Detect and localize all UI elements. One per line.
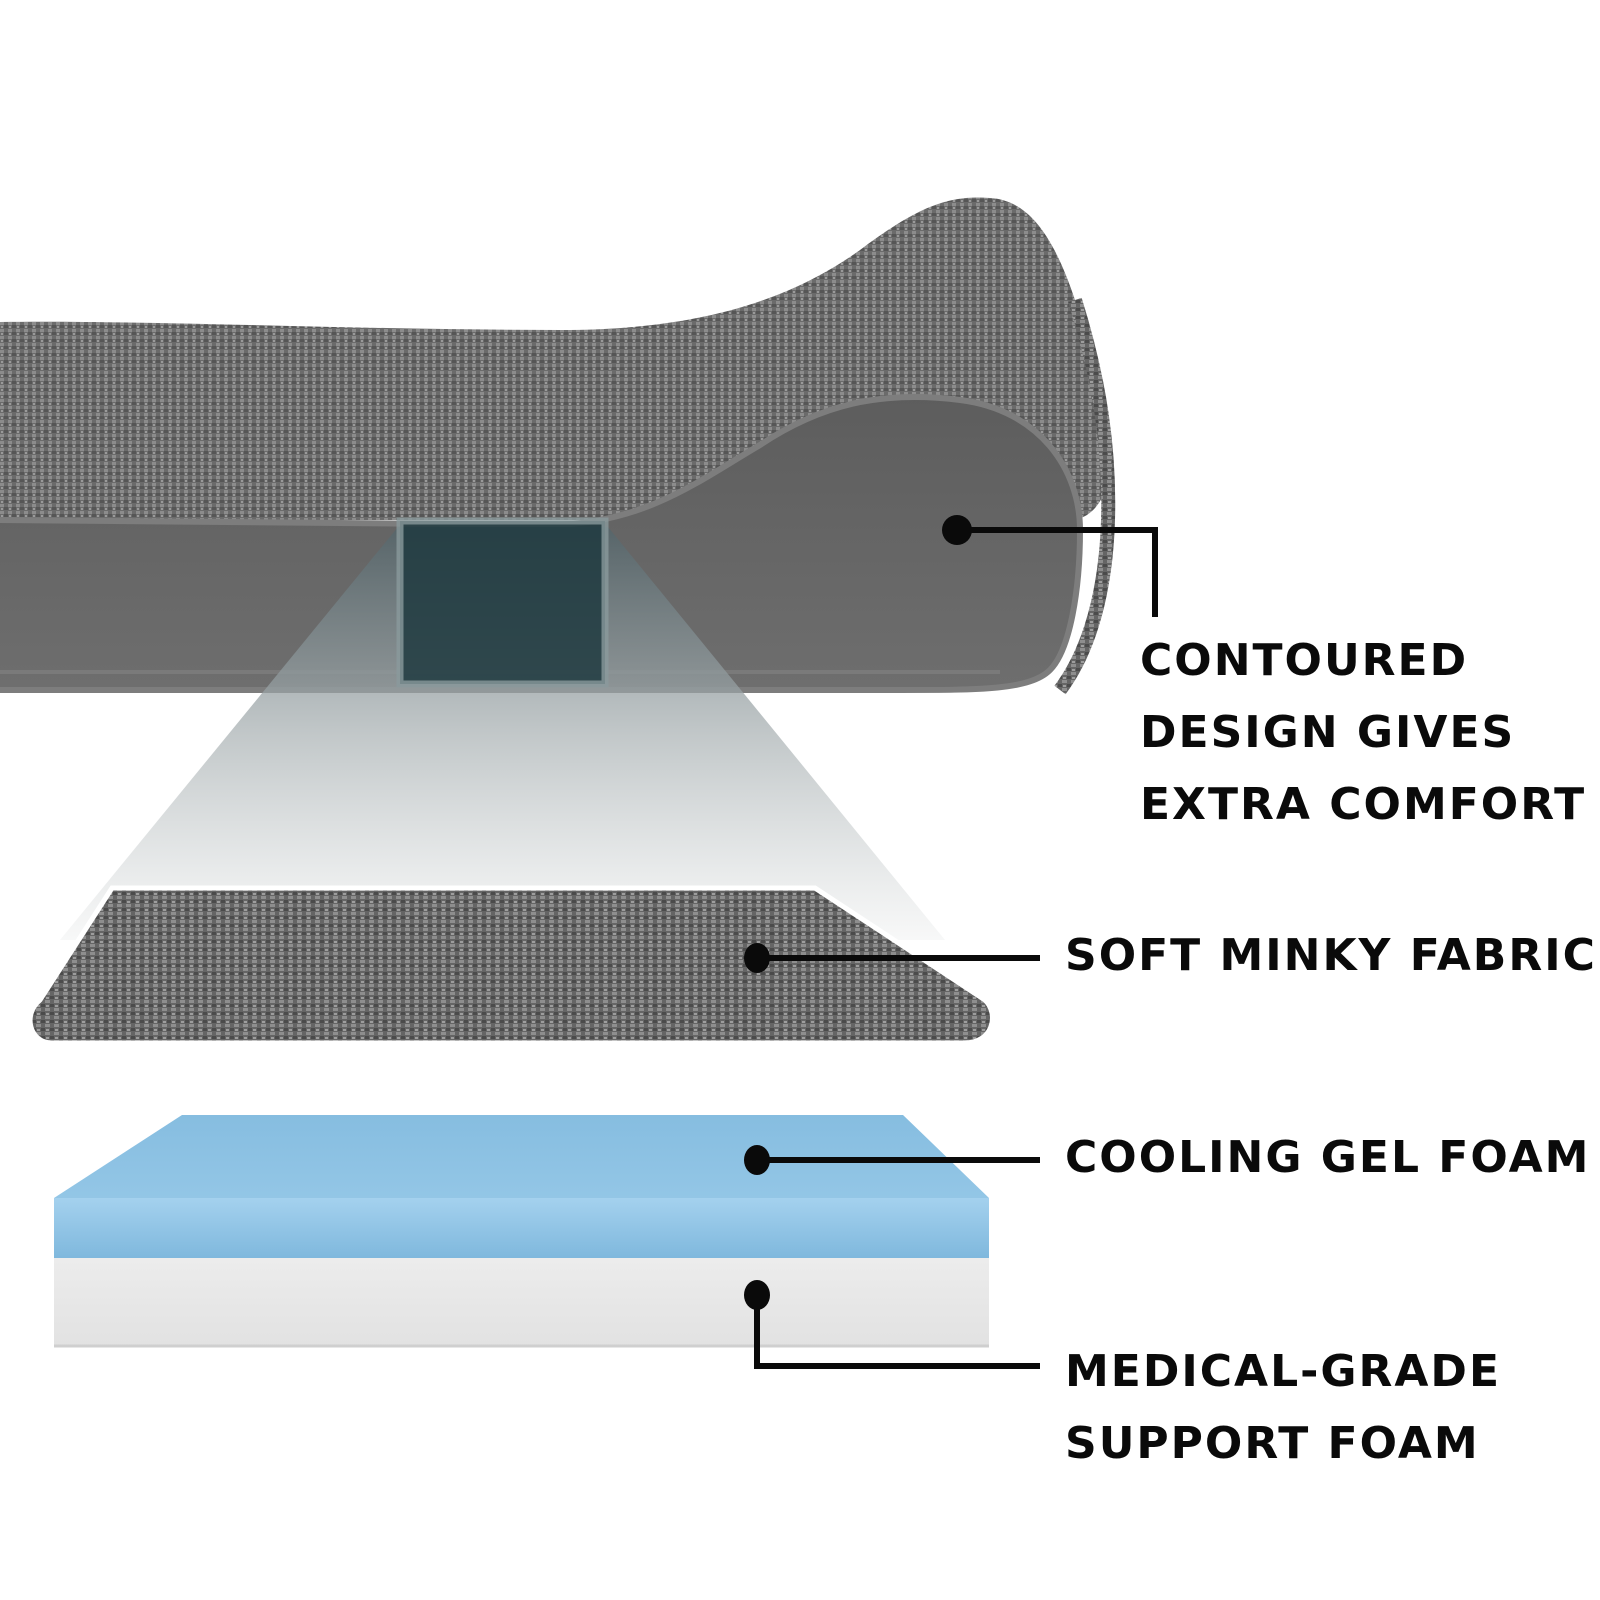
foam-block bbox=[54, 1115, 989, 1348]
magnifier-box bbox=[396, 517, 609, 688]
gel-foam-side bbox=[54, 1198, 989, 1258]
label-line: COOLING GEL FOAM bbox=[1065, 1132, 1591, 1183]
label-line: SUPPORT FOAM bbox=[1065, 1418, 1480, 1469]
label-line: MEDICAL-GRADE bbox=[1065, 1346, 1502, 1397]
callout-support bbox=[744, 1280, 1040, 1369]
gel-foam-top bbox=[54, 1115, 989, 1198]
label-contoured-design: CONTOURED DESIGN GIVES EXTRA COMFORT bbox=[1140, 625, 1586, 841]
fabric-swatch bbox=[27, 885, 995, 1046]
magnifier-beam bbox=[60, 527, 945, 940]
callout-gel bbox=[744, 1145, 1040, 1175]
support-foam-side bbox=[54, 1258, 989, 1346]
label-minky-fabric: SOFT MINKY FABRIC bbox=[1065, 920, 1597, 992]
label-gel-foam: COOLING GEL FOAM bbox=[1065, 1122, 1590, 1194]
label-line: DESIGN GIVES bbox=[1140, 707, 1516, 758]
label-line: CONTOURED bbox=[1140, 635, 1469, 686]
label-line: EXTRA COMFORT bbox=[1140, 779, 1587, 830]
bed-piping bbox=[0, 394, 1084, 693]
callout-contoured bbox=[942, 515, 1158, 617]
callout-minky bbox=[744, 943, 1040, 973]
label-support-foam: MEDICAL-GRADE SUPPORT FOAM bbox=[1065, 1336, 1501, 1480]
label-line: SOFT MINKY FABRIC bbox=[1065, 930, 1597, 981]
